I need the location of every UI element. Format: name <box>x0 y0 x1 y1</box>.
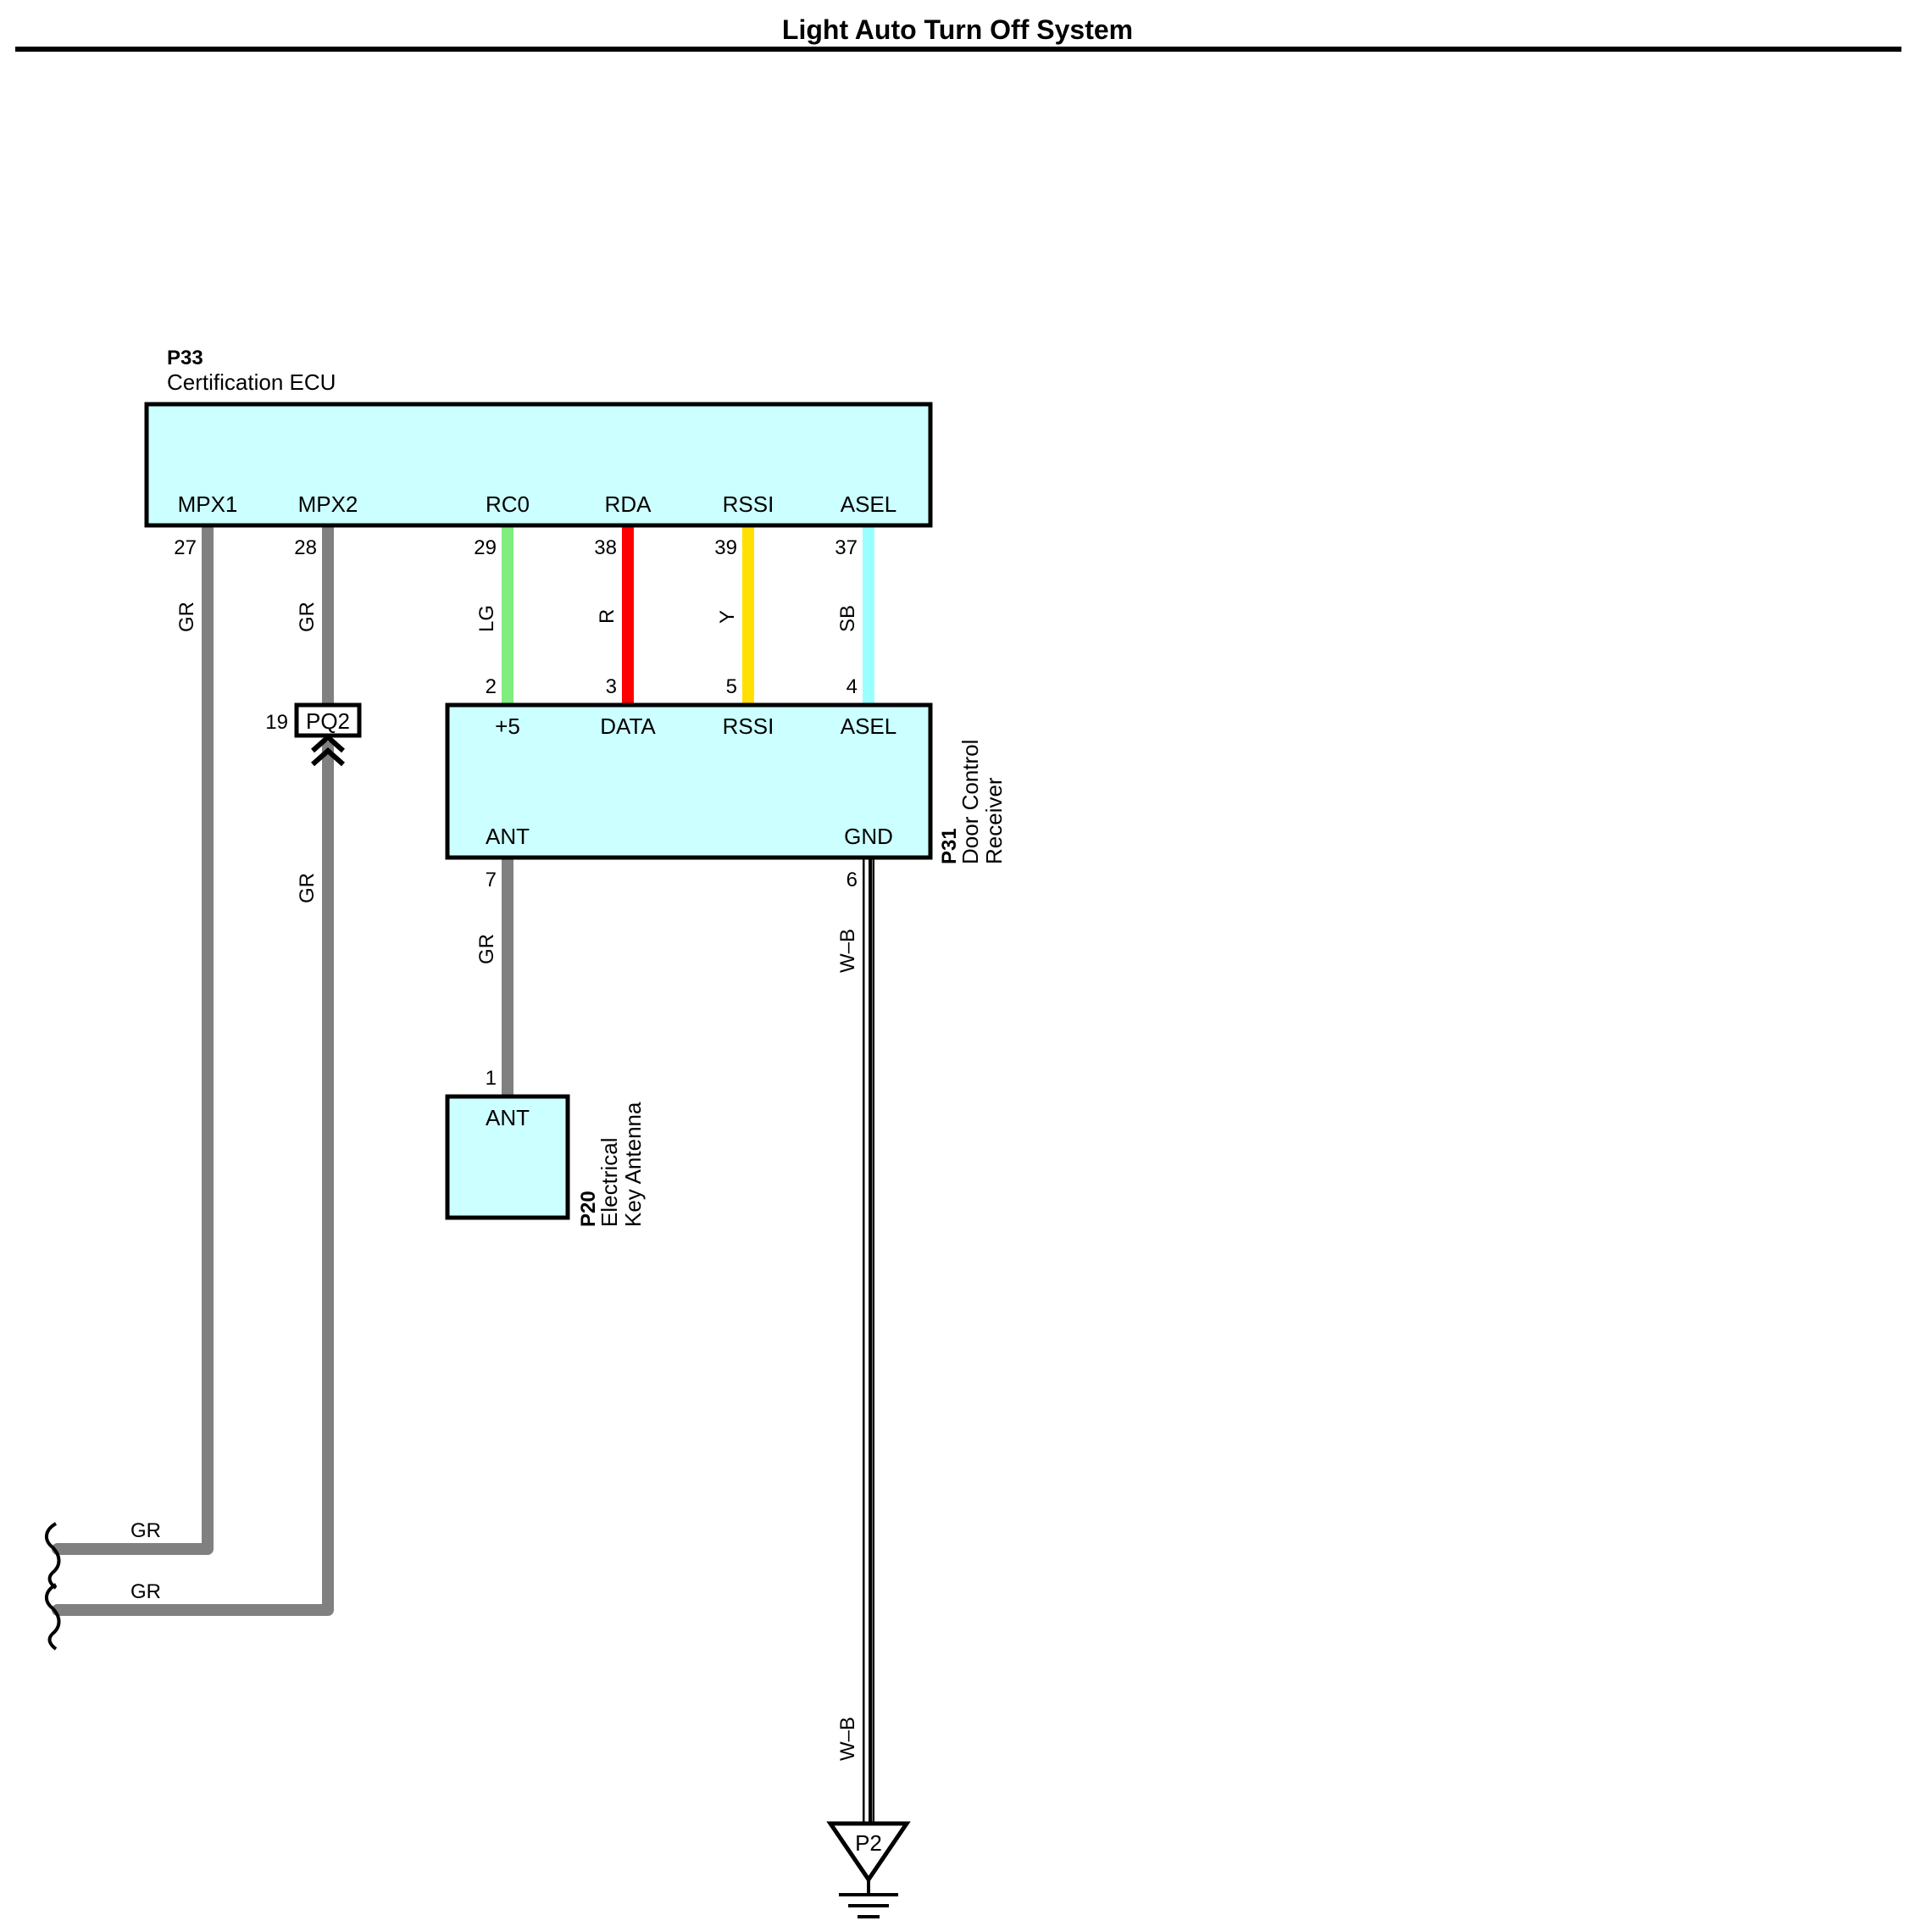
receiver-code: P31 <box>938 828 961 864</box>
antenna-pin-label: ANT <box>486 1105 530 1130</box>
wire-code-asel: SB <box>836 605 859 632</box>
ground-p2: P2 <box>826 1821 911 1918</box>
antenna-box <box>445 1094 570 1220</box>
antenna-component: ANT 1 P20 Electrical Key Antenna <box>445 1067 646 1227</box>
receiver-pin-number: 3 <box>606 675 617 698</box>
receiver-pin-number: 4 <box>846 675 858 698</box>
antenna-name-line2: Key Antenna <box>620 1102 646 1227</box>
ecu-pin-number: 27 <box>174 536 197 559</box>
receiver-pin-label: RSSI <box>723 713 774 739</box>
ecu-name: Certification ECU <box>167 369 336 395</box>
antenna-name-line1: Electrical <box>597 1138 622 1227</box>
wire-code-rc0: LG <box>475 605 498 632</box>
ecu-pin-label: RC0 <box>486 491 530 517</box>
ecu-pin-number: 37 <box>835 536 858 559</box>
receiver-name-line2: Receiver <box>981 777 1007 864</box>
receiver-box <box>445 702 933 860</box>
diagram-title: Light Auto Turn Off System <box>782 14 1133 45</box>
receiver-pin-number: 6 <box>846 869 858 891</box>
ecu-pin-label: RSSI <box>723 491 774 517</box>
ecu-pin-label: RDA <box>605 491 652 517</box>
harness-break-symbols <box>45 1522 61 1651</box>
wire-code-ant: GR <box>475 934 498 964</box>
ecu-box <box>144 402 933 528</box>
wires <box>52 519 874 1824</box>
wire-code-rda: R <box>596 609 619 624</box>
inline-connector-code: PQ2 <box>306 708 350 734</box>
ecu-pin-number: 39 <box>714 536 737 559</box>
antenna-code: P20 <box>577 1191 600 1227</box>
wire-mpx2-lower <box>52 741 334 1616</box>
receiver-pin-number: 7 <box>486 869 497 891</box>
connector-chevron-icon <box>311 733 345 767</box>
receiver-name-line1: Door Control <box>958 740 983 864</box>
wire-code-labels: GR GR GR LG R Y SB GR W–B W–B GR GR <box>130 602 859 1761</box>
wire-code-mpx1: GR <box>175 602 198 632</box>
wire-code-gnd-upper: W–B <box>836 929 859 973</box>
ecu-pin-label: ASEL <box>841 491 897 517</box>
receiver-component: +5 DATA RSSI ASEL ANT GND 2 3 5 4 7 6 P3… <box>445 675 1007 891</box>
ecu-pin-label: MPX2 <box>298 491 358 517</box>
ecu-pin-label: MPX1 <box>178 491 238 517</box>
ecu-component: P33 Certification ECU MPX1 MPX2 RC0 RDA … <box>144 347 933 559</box>
receiver-pin-label: +5 <box>495 713 520 739</box>
receiver-pin-label: DATA <box>600 713 656 739</box>
ground-icon <box>839 1893 898 1918</box>
receiver-pin-label: GND <box>844 824 893 849</box>
ecu-code: P33 <box>167 347 203 369</box>
wire-code-bus2: GR <box>130 1580 161 1603</box>
inline-connector-box <box>294 702 362 738</box>
ground-code: P2 <box>855 1830 882 1856</box>
wire-code-rssi: Y <box>716 610 739 624</box>
inline-connector-pin: 19 <box>265 711 288 734</box>
receiver-pin-label: ASEL <box>841 713 897 739</box>
wire-code-bus1: GR <box>130 1519 161 1542</box>
antenna-pin-number: 1 <box>486 1067 497 1090</box>
wire-code-mpx2-lower: GR <box>296 873 319 903</box>
ecu-pin-number: 29 <box>474 536 497 559</box>
wire-code-mpx2-upper: GR <box>296 602 319 632</box>
receiver-pin-number: 5 <box>726 675 737 698</box>
ecu-pin-number: 28 <box>294 536 317 559</box>
inline-connector-pq2: PQ2 19 <box>265 702 362 767</box>
ecu-pin-number: 38 <box>594 536 617 559</box>
receiver-pin-number: 2 <box>486 675 497 698</box>
wire-gnd <box>863 858 874 1824</box>
receiver-pin-label: ANT <box>486 824 530 849</box>
wire-code-gnd-lower: W–B <box>836 1717 859 1761</box>
wire-mpx1 <box>52 519 214 1555</box>
ground-triangle <box>826 1821 911 1884</box>
